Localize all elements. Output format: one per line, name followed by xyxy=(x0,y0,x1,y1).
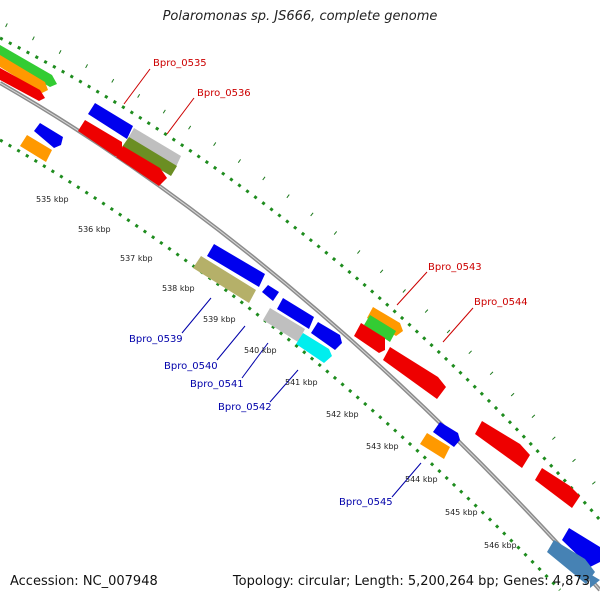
gene-label-bpro-0536[interactable]: Bpro_0536 xyxy=(197,88,251,99)
tick-label: 546 kbp xyxy=(484,541,517,550)
gene-red[interactable] xyxy=(78,120,122,156)
tick-label: 538 kbp xyxy=(162,284,195,293)
gene-blue[interactable] xyxy=(277,298,314,329)
gene-blue[interactable] xyxy=(207,244,265,287)
tick-label: 541 kbp xyxy=(285,378,318,387)
gene-red[interactable] xyxy=(535,468,580,508)
gene-labels: Bpro_0535 Bpro_0536 Bpro_0543 Bpro_0544 … xyxy=(129,58,528,508)
gene-grey[interactable] xyxy=(127,128,181,169)
gene-steelblue[interactable] xyxy=(547,540,595,584)
gene-olive[interactable] xyxy=(122,137,177,176)
gene-label-bpro-0543[interactable]: Bpro_0543 xyxy=(428,262,482,273)
gene-blue[interactable] xyxy=(562,528,600,567)
map-title: Polaromonas sp. JS666, complete genome xyxy=(162,9,438,24)
tick-label: 542 kbp xyxy=(326,410,359,419)
gene-blue[interactable] xyxy=(311,322,342,350)
gene-red[interactable] xyxy=(116,146,167,186)
inner-dotted-ring xyxy=(0,138,562,592)
gene-grey[interactable] xyxy=(263,308,305,342)
accession-text: Accession: NC_007948 xyxy=(10,574,158,589)
tick-labels: 535 kbp 536 kbp 537 kbp 538 kbp 539 kbp … xyxy=(36,195,517,550)
gene-orange[interactable] xyxy=(0,55,48,93)
gene-orange[interactable] xyxy=(367,307,403,336)
gene-cyan[interactable] xyxy=(296,333,332,363)
leader-lines xyxy=(123,68,474,498)
tick-label: 537 kbp xyxy=(120,254,153,263)
forward-strand-genes xyxy=(0,45,600,584)
tick-label: 545 kbp xyxy=(445,508,478,517)
tick-label: 540 kbp xyxy=(244,346,277,355)
outer-dotted-ring xyxy=(0,36,600,521)
gene-green[interactable] xyxy=(0,45,57,87)
gene-label-bpro-0540[interactable]: Bpro_0540 xyxy=(164,361,218,372)
gene-blue[interactable] xyxy=(433,422,460,447)
gene-orange[interactable] xyxy=(420,433,450,459)
next-arrow-icon[interactable] xyxy=(590,574,600,588)
gene-orange[interactable] xyxy=(20,135,52,162)
gene-red[interactable] xyxy=(475,421,530,468)
gene-label-bpro-0539[interactable]: Bpro_0539 xyxy=(129,334,183,345)
gene-label-bpro-0545[interactable]: Bpro_0545 xyxy=(339,497,393,508)
gene-red[interactable] xyxy=(354,323,385,353)
gene-label-bpro-0535[interactable]: Bpro_0535 xyxy=(153,58,207,69)
tick-label: 535 kbp xyxy=(36,195,69,204)
gene-blue[interactable] xyxy=(88,103,133,139)
tick-label: 544 kbp xyxy=(405,475,438,484)
outer-tick-ring xyxy=(5,23,600,494)
gene-khaki[interactable] xyxy=(193,256,256,303)
gene-blue[interactable] xyxy=(262,285,279,301)
gene-label-bpro-0542[interactable]: Bpro_0542 xyxy=(218,402,272,413)
genome-summary-text: Topology: circular; Length: 5,200,264 bp… xyxy=(232,574,590,589)
gene-label-bpro-0541[interactable]: Bpro_0541 xyxy=(190,379,244,390)
tick-label: 536 kbp xyxy=(78,225,111,234)
gene-red[interactable] xyxy=(0,68,45,101)
gene-red[interactable] xyxy=(383,347,446,399)
gene-blue[interactable] xyxy=(34,123,63,148)
gene-label-bpro-0544[interactable]: Bpro_0544 xyxy=(474,297,528,308)
gene-green[interactable] xyxy=(364,315,396,342)
tick-label: 543 kbp xyxy=(366,442,399,451)
tick-label: 539 kbp xyxy=(203,315,236,324)
